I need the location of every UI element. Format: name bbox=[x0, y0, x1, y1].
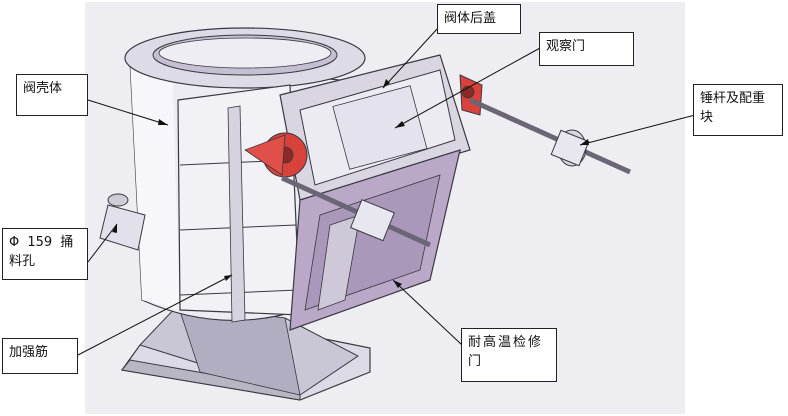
label-stiffener: 加强筋 bbox=[2, 338, 78, 374]
leader-inspection-door bbox=[394, 47, 541, 129]
label-poke-hole: Φ 159 捅料孔 bbox=[2, 228, 88, 280]
counterweight-gear-left bbox=[244, 132, 308, 178]
label-hammer-rod: 锤杆及配重块 bbox=[693, 84, 783, 136]
arrow-poke-hole bbox=[112, 224, 117, 233]
label-valve-rear-cover: 阀体后盖 bbox=[437, 4, 521, 34]
leader-hammer-rod bbox=[579, 114, 696, 146]
valve-body-front bbox=[177, 84, 301, 323]
hammer-rod-right bbox=[468, 97, 632, 175]
arrow-hammer-rod bbox=[580, 139, 589, 145]
top-flange bbox=[124, 27, 366, 89]
label-valve-shell: 阀壳体 bbox=[16, 74, 88, 116]
leader-rear-cover bbox=[382, 27, 439, 89]
leader-lines bbox=[77, 27, 696, 356]
arrow-high-temp-door bbox=[393, 280, 402, 288]
leader-stiffener bbox=[77, 274, 233, 356]
arrow-rear-cover bbox=[383, 79, 390, 88]
arrow-inspection-door bbox=[395, 121, 405, 128]
arrow-stiffener bbox=[224, 275, 232, 281]
label-high-temp-door: 耐高温检修门 bbox=[461, 328, 557, 382]
leader-valve-shell bbox=[87, 99, 169, 126]
label-inspection-door: 观察门 bbox=[539, 32, 634, 66]
leader-high-temp-door bbox=[392, 279, 463, 346]
leader-poke-hole bbox=[87, 223, 118, 263]
hammer-rod-front bbox=[280, 175, 432, 248]
inclined-hopper bbox=[289, 149, 461, 331]
leader-arrowheads bbox=[112, 79, 589, 288]
arrow-valve-shell bbox=[158, 119, 168, 125]
poke-hole-pipe bbox=[99, 193, 146, 251]
